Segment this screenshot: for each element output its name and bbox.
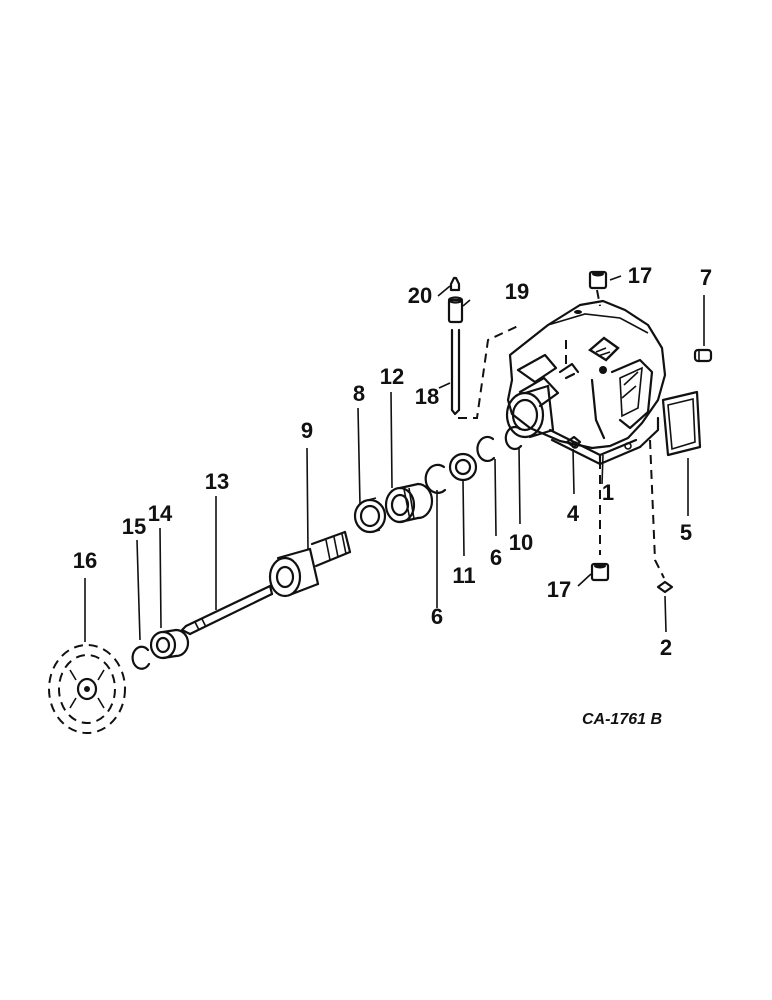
callout-16: 16 [73, 548, 97, 573]
part-1-housing [505, 299, 667, 466]
part-12-needle-bearing [384, 482, 434, 524]
part-11-ring [448, 452, 478, 482]
callout-12: 12 [380, 364, 404, 389]
part-18-stud [450, 328, 461, 416]
part-6-snap-ring-lower [424, 463, 447, 494]
callout-11: 11 [452, 563, 475, 588]
callout-14: 14 [148, 501, 173, 526]
callout-13: 13 [205, 469, 229, 494]
callout-19: 19 [505, 279, 529, 304]
callout-17-upper: 17 [628, 263, 652, 288]
part-14-bearing [149, 628, 190, 660]
assembly-guide-1 [596, 289, 601, 555]
callout-2: 2 [660, 635, 672, 660]
part-6-snap-ring-upper [476, 435, 496, 463]
part-16-pulley [48, 644, 126, 734]
part-4-clip [565, 435, 582, 449]
callout-7: 7 [700, 265, 712, 290]
part-2-clip [656, 580, 674, 594]
callout-17-lower: 17 [547, 577, 571, 602]
part-8-seal [353, 497, 387, 534]
callout-20: 20 [408, 283, 432, 308]
part-7-plug [693, 348, 713, 363]
callout-9: 9 [301, 418, 313, 443]
part-17-bushing-upper [588, 270, 608, 290]
callout-8: 8 [353, 381, 365, 406]
part-20-fitting [449, 276, 461, 292]
callout-6-upper: 6 [490, 545, 502, 570]
assembly-guide-2 [649, 439, 665, 579]
part-10-snap-ring [504, 425, 523, 451]
callout-1: 1 [602, 480, 614, 505]
callout-10: 10 [509, 530, 533, 555]
callout-15: 15 [122, 514, 146, 539]
callout-4: 4 [567, 501, 580, 526]
part-13-shaft [180, 584, 274, 636]
part-5-gasket [661, 390, 702, 457]
part-9-spline-sleeve [268, 530, 352, 598]
callout-18: 18 [415, 384, 439, 409]
callout-6-lower: 6 [431, 604, 443, 629]
part-19-spacer [447, 296, 464, 324]
leader-lines [84, 275, 705, 642]
part-17-bushing-lower [590, 562, 610, 582]
part-15-snap-ring [131, 645, 151, 670]
callout-5: 5 [680, 520, 692, 545]
drawing-code: CA-1761 B [582, 711, 662, 728]
